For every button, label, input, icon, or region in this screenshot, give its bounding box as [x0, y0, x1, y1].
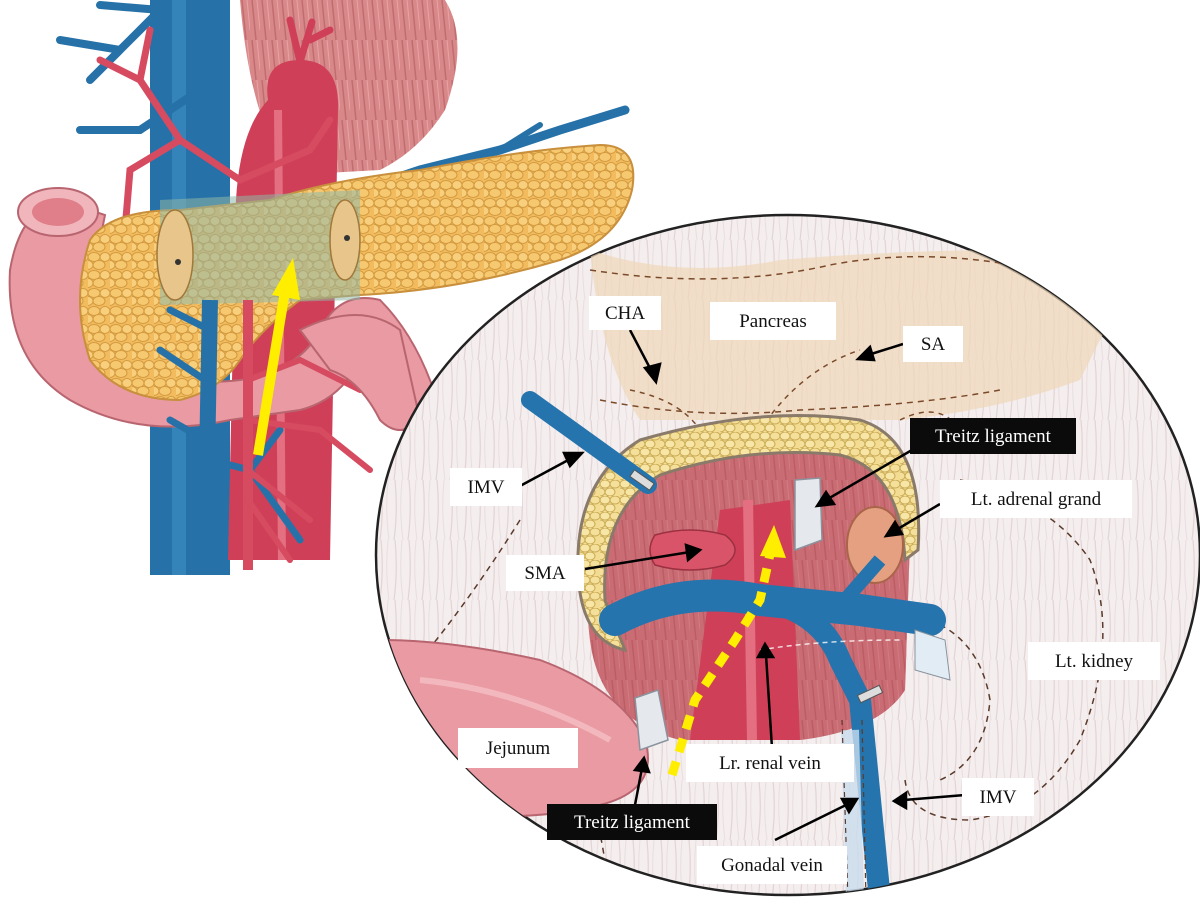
label-sma: SMA: [506, 555, 584, 591]
imv-upper: [521, 391, 657, 494]
label-lt-kidney: Lt. kidney: [1028, 642, 1160, 680]
leader-gonadal: [774, 802, 849, 842]
label-pancreas: Pancreas: [710, 302, 836, 340]
label-imv-left: IMV: [450, 468, 522, 506]
pancreas-area: [590, 250, 1120, 420]
operative-field: [374, 213, 1200, 897]
label-imv-right: IMV: [962, 778, 1034, 816]
leader-renal-vein: [764, 654, 774, 749]
leader-treitz-top: [825, 448, 913, 502]
dissection-direction-arrow: [253, 284, 291, 456]
resection-zone: [160, 190, 360, 305]
leader-sa: [867, 342, 904, 357]
treitz-ligament-top: [794, 477, 823, 552]
adrenal-gland: [846, 506, 904, 584]
label-treitz-ligament-bottom: Treitz ligament: [547, 804, 717, 840]
overview-illustration: [8, 0, 635, 575]
leader-lines: [519, 329, 966, 842]
treitz-ligament-bottom: [634, 689, 669, 752]
imv-lower: [757, 589, 891, 895]
leader-imv-right: [903, 793, 966, 802]
leader-adrenal: [895, 502, 941, 532]
leader-sma: [584, 550, 691, 571]
label-lt-adrenal-grand: Lt. adrenal grand: [940, 480, 1132, 518]
kidney-outline: [904, 479, 1104, 821]
label-treitz-ligament-top: Treitz ligament: [910, 418, 1076, 454]
leader-treitz-bottom: [633, 767, 644, 806]
label-cha: CHA: [589, 296, 661, 330]
leader-imv-left: [519, 456, 573, 488]
label-gonadal-vein: Gonadal vein: [697, 846, 847, 884]
label-jejunum: Jejunum: [458, 728, 578, 768]
label-lr-renal-vein: Lr. renal vein: [686, 744, 854, 782]
leader-cha: [628, 329, 654, 373]
dissection-path-arrow: [667, 544, 777, 777]
label-sa: SA: [903, 326, 963, 362]
